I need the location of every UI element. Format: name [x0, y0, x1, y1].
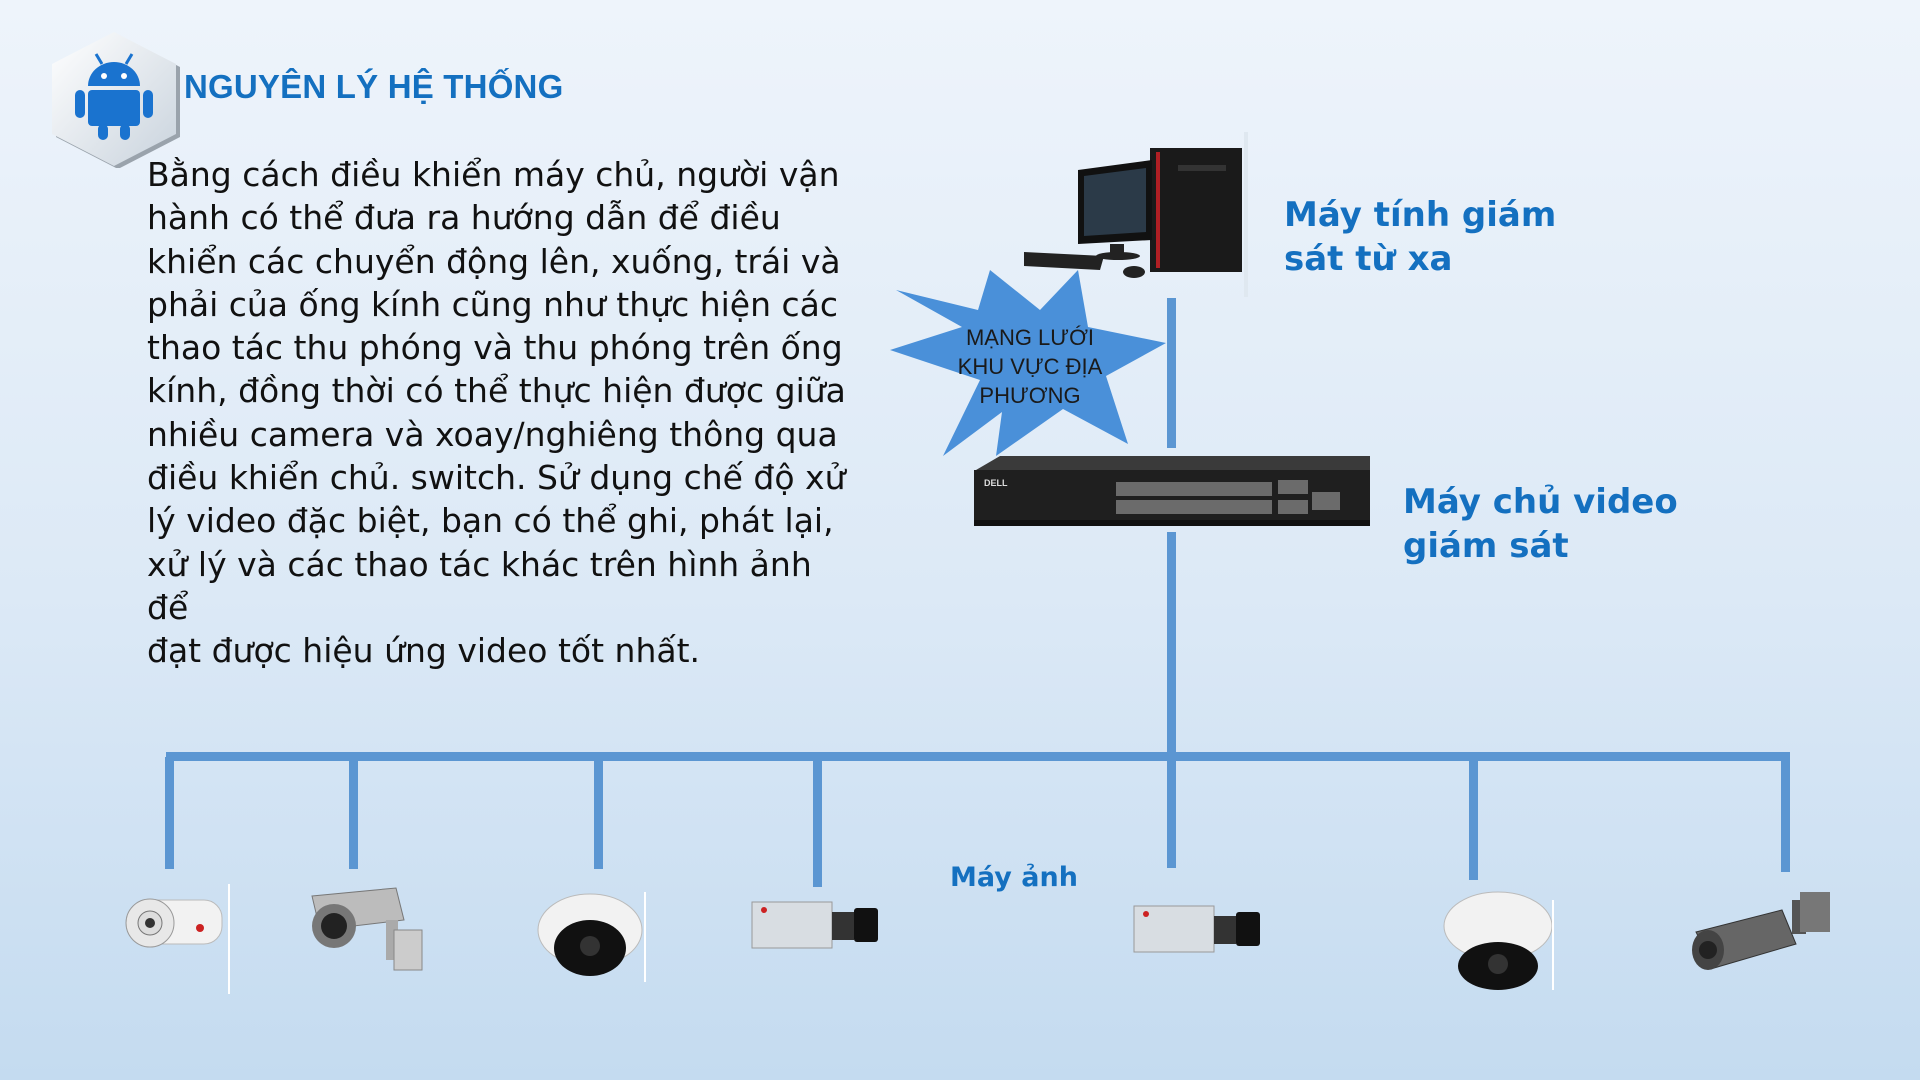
android-badge [52, 32, 180, 168]
page-title: NGUYÊN LÝ HỆ THỐNG [184, 68, 564, 105]
camera-box-5 [1133, 905, 1260, 953]
camera-bullet-ir-1 [125, 884, 230, 994]
video-server-switch-image: DELL [974, 456, 1370, 526]
switch-brand: DELL [984, 478, 1008, 488]
video-server-label: Máy chủ video giám sát [1403, 482, 1678, 566]
camera-dome-3 [537, 892, 646, 982]
camera-box-4 [751, 901, 878, 949]
camera-dome-6 [1443, 891, 1554, 990]
cameras-label: Máy ảnh [950, 862, 1078, 893]
camera-housing-ir-2 [311, 887, 423, 971]
description-text: Bằng cách điều khiển máy chủ, người vận … [147, 155, 846, 671]
connector-lines [165, 298, 1790, 887]
lan-label: MẠNG LƯỚI KHU VỰC ĐỊA PHƯƠNG [957, 325, 1103, 408]
monitoring-pc-image [1024, 132, 1248, 297]
remote-monitoring-pc-label: Máy tính giám sát từ xa [1284, 195, 1557, 279]
lan-burst [890, 270, 1166, 456]
camera-bullet-7 [1692, 892, 1830, 970]
android-icon [75, 53, 153, 140]
